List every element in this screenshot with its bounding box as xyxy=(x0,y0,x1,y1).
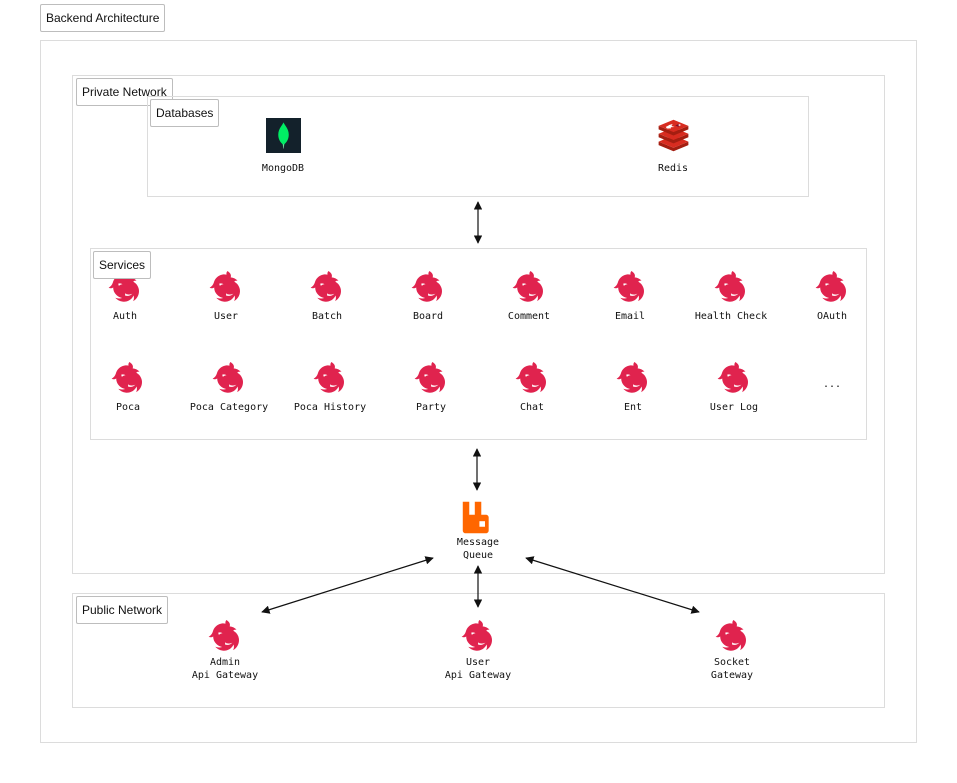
service-node: Comment xyxy=(469,270,589,323)
service-node: Email xyxy=(570,270,690,323)
database-label: Redis xyxy=(657,163,689,174)
service-label: Email xyxy=(614,311,646,322)
diagram-title: Backend Architecture xyxy=(40,4,166,32)
databases-label: Databases xyxy=(150,99,220,127)
service-node: Poca xyxy=(68,361,188,414)
services-label: Services xyxy=(93,251,152,279)
service-label: User Log xyxy=(709,402,759,413)
database-label: MongoDB xyxy=(261,163,305,174)
service-node: Board xyxy=(368,270,488,323)
connector-queue-socket-gateway xyxy=(525,556,700,614)
service-node: Poca Category xyxy=(169,361,289,414)
service-node: OAuth xyxy=(772,270,892,323)
gateway-node: Socket Gateway xyxy=(672,619,792,682)
service-label: OAuth xyxy=(816,311,848,322)
service-label: Board xyxy=(412,311,444,322)
gateway-label: User Api Gateway xyxy=(444,657,512,681)
service-label: User xyxy=(213,311,239,322)
service-label: Comment xyxy=(507,311,551,322)
public-network-label: Public Network xyxy=(76,596,169,624)
gateway-node: User Api Gateway xyxy=(418,619,538,682)
service-label: Party xyxy=(415,402,447,413)
service-label: Poca Category xyxy=(189,402,269,413)
connector-queue-admin-gateway xyxy=(261,556,434,614)
service-node: Poca History xyxy=(270,361,390,414)
database-redis: Redis xyxy=(613,118,733,175)
service-label: Chat xyxy=(519,402,545,413)
service-node: Health Check xyxy=(671,270,791,323)
database-mongodb: MongoDB xyxy=(223,118,343,175)
service-node: Auth xyxy=(65,270,185,323)
gateway-label: Admin Api Gateway xyxy=(191,657,259,681)
gateway-node: Admin Api Gateway xyxy=(165,619,285,682)
service-node: Party xyxy=(371,361,491,414)
service-node-more: ... xyxy=(772,361,892,391)
service-node: User xyxy=(166,270,286,323)
service-label: Batch xyxy=(311,311,343,322)
service-label: Poca xyxy=(115,402,141,413)
message-queue-node: Message Queue xyxy=(418,499,538,562)
architecture-frame xyxy=(40,40,917,743)
service-node: Batch xyxy=(267,270,387,323)
service-label: ... xyxy=(822,379,842,390)
services-group xyxy=(90,248,867,440)
service-node: Chat xyxy=(472,361,592,414)
service-label: Auth xyxy=(112,311,138,322)
service-node: Ent xyxy=(573,361,693,414)
service-label: Ent xyxy=(623,402,643,413)
service-node: User Log xyxy=(674,361,794,414)
service-label: Poca History xyxy=(293,402,367,413)
service-label: Health Check xyxy=(694,311,768,322)
message-queue-label: Message Queue xyxy=(456,537,500,561)
databases-group xyxy=(147,96,809,197)
gateway-label: Socket Gateway xyxy=(710,657,754,681)
